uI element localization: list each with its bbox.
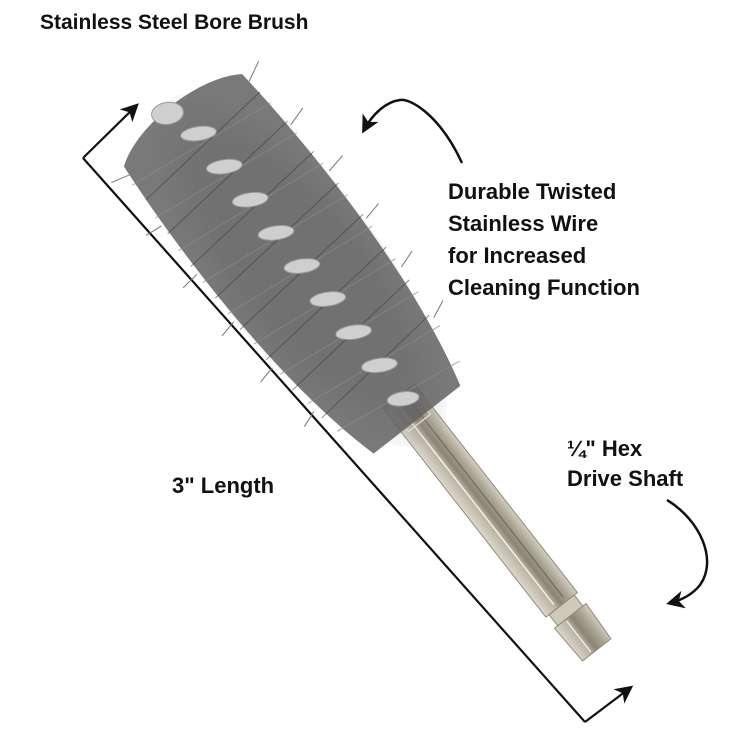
wire-callout-line: Durable Twisted (448, 179, 617, 204)
wire-callout-line: Cleaning Function (448, 275, 640, 300)
length-dimension-line (82, 103, 634, 723)
hex-callout-text: ¼" Hex Drive Shaft (567, 434, 683, 494)
curved-arrow-hex-icon (666, 498, 709, 609)
hex-callout-line: Drive Shaft (567, 466, 684, 491)
length-label: 3" Length (172, 473, 275, 498)
twisted-wire-core (151, 101, 420, 407)
bore-brush (111, 60, 612, 662)
product-title: Stainless Steel Bore Brush (40, 11, 309, 34)
wire-callout-line: for Increased (448, 243, 587, 268)
hex-shaft (382, 383, 612, 662)
hex-callout-line: ¼" Hex (567, 436, 643, 461)
wire-callout-line: Stainless Wire (448, 211, 599, 236)
curved-arrow-wire-icon (362, 98, 464, 164)
wire-callout-text: Durable Twisted Stainless Wire for Incre… (448, 176, 640, 304)
